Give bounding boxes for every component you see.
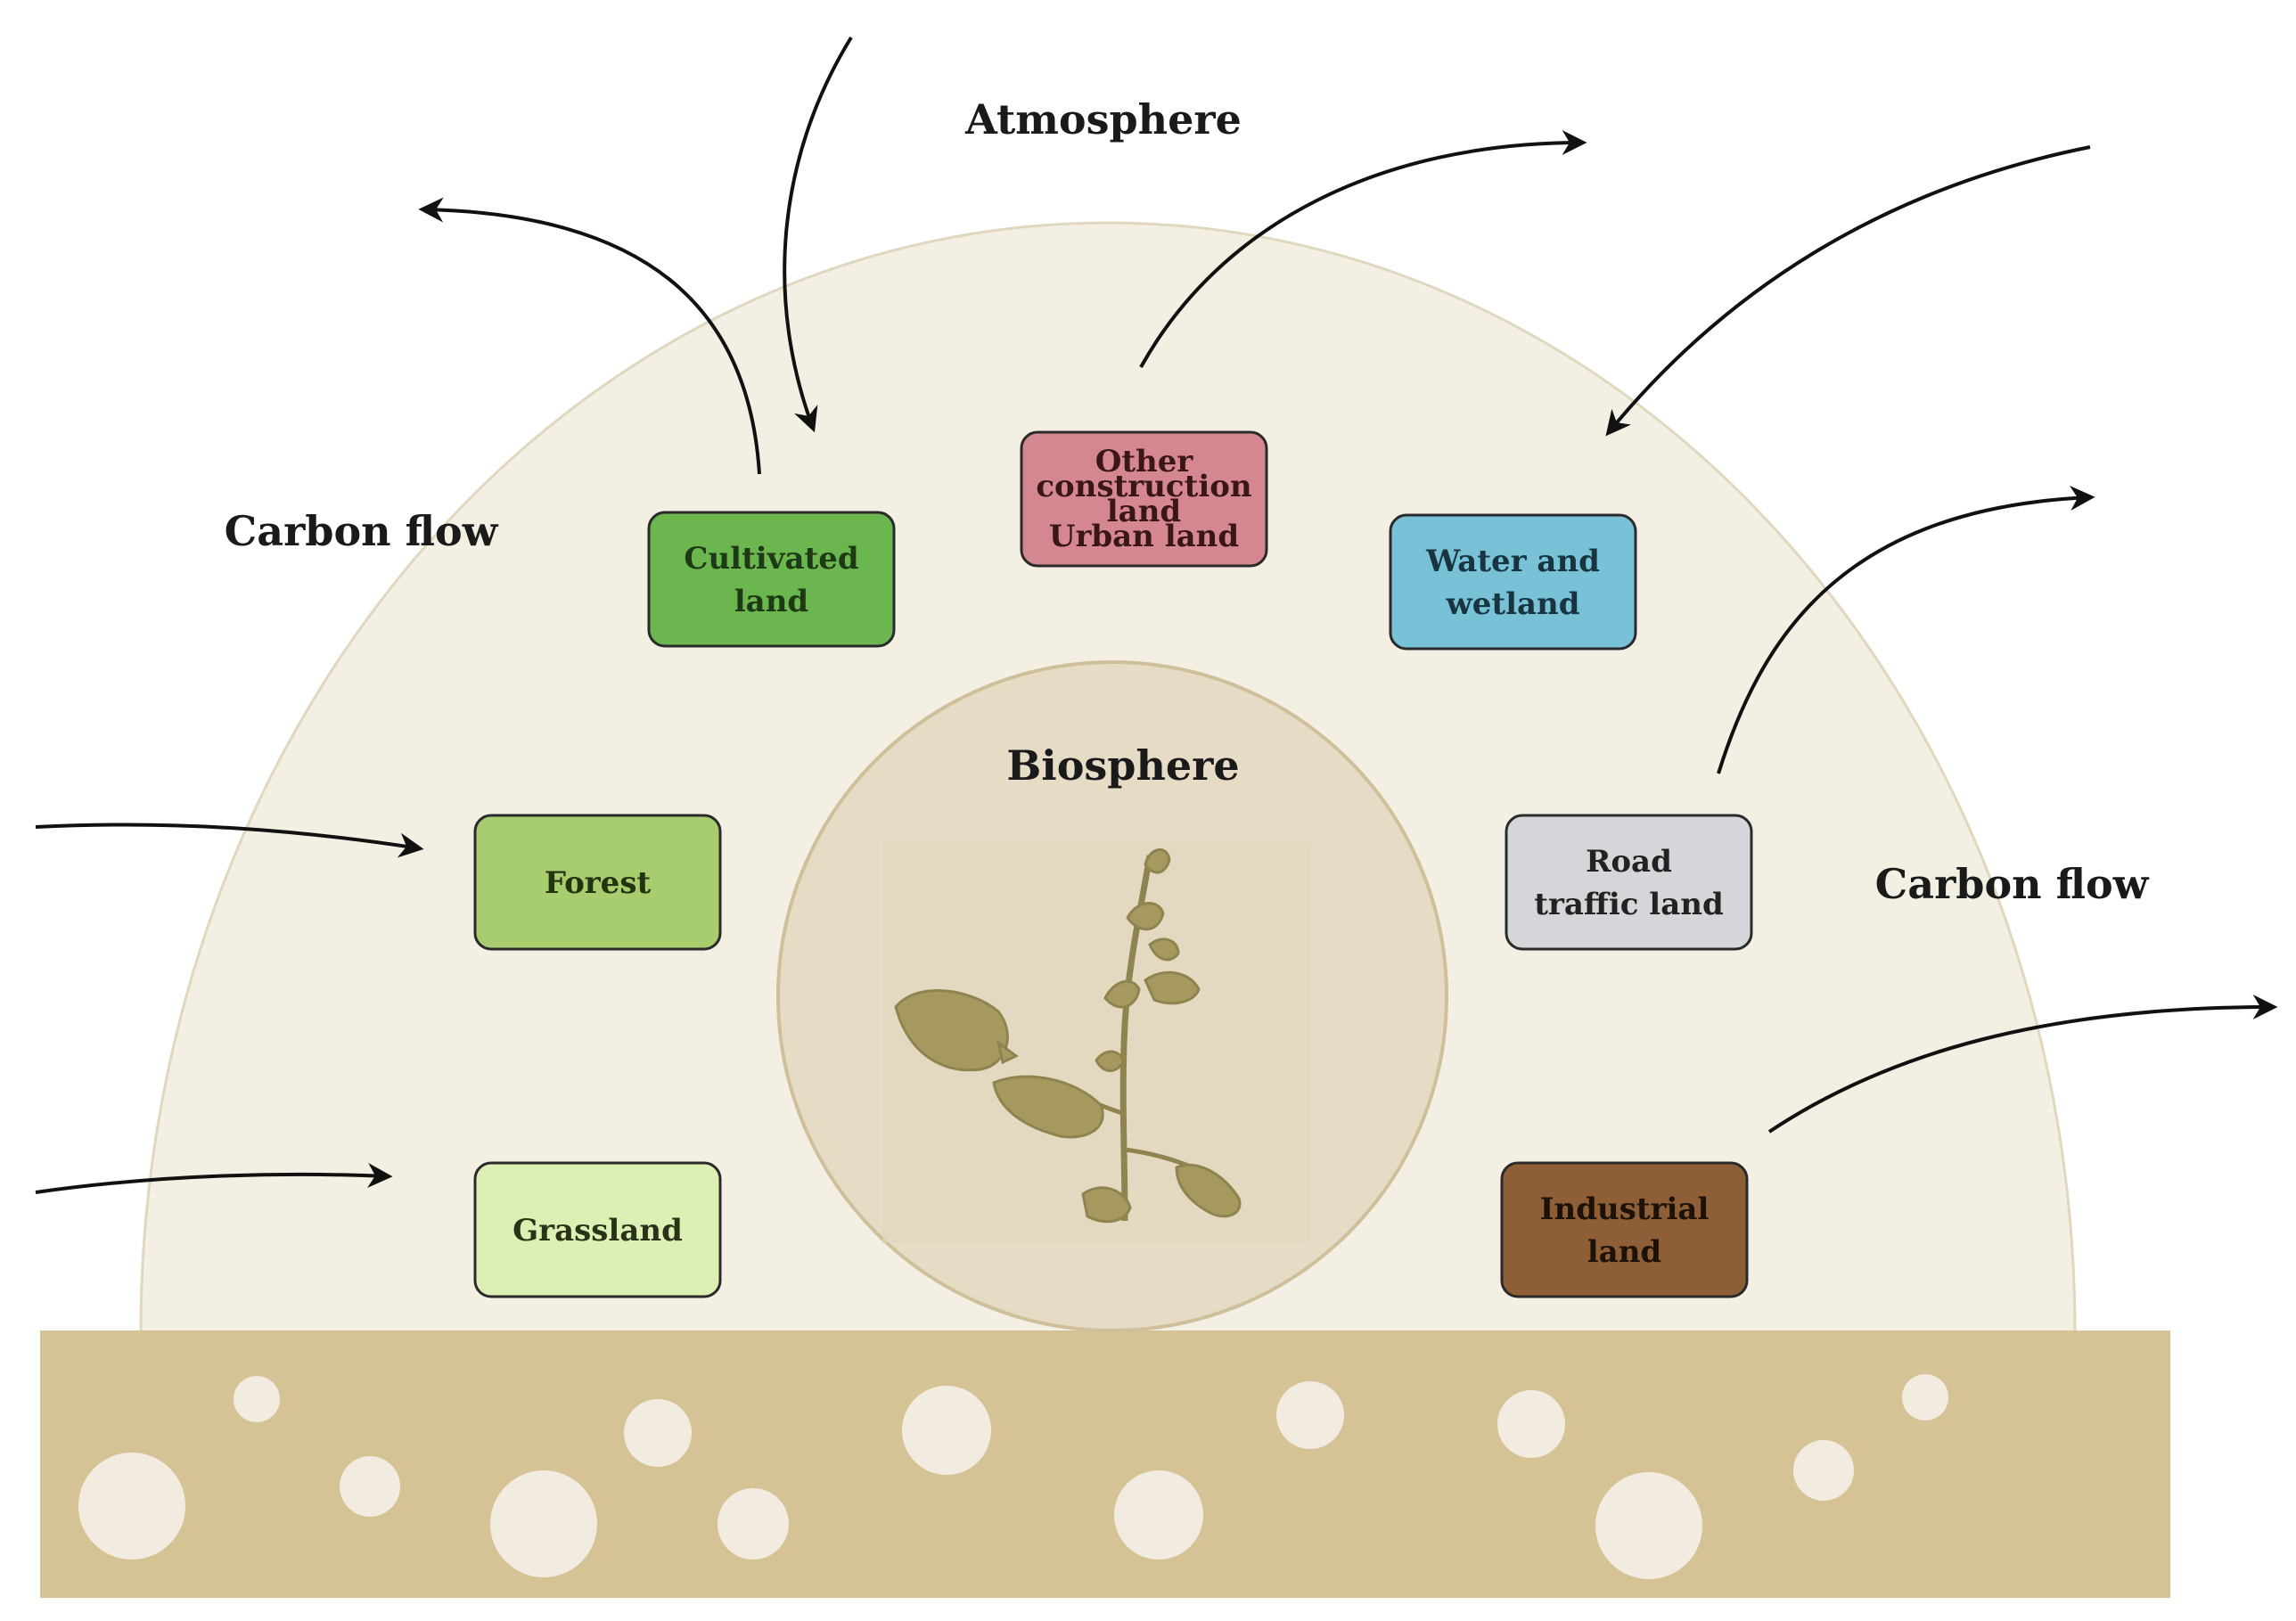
land-box-cultivated-label-line: land — [734, 584, 808, 619]
plant-leaf-low-right — [1175, 1163, 1242, 1218]
plant-leaf-top-2 — [1144, 848, 1171, 874]
carbon-flow-arrows — [35, 36, 2278, 1194]
land-box-other-construction-urban-label-line: land — [1107, 494, 1181, 529]
plant-leaf-low-left — [1081, 1186, 1132, 1224]
land-box-water-wetland-label-line: wetland — [1445, 586, 1579, 622]
land-box-water-wetland-label-line: Water and — [1425, 544, 1600, 579]
plant-leaf-leaf-tip — [996, 1039, 1019, 1065]
plant-leaf-top-1 — [1126, 902, 1165, 931]
soil-pores — [78, 1374, 1948, 1579]
arrow-grassland-in — [35, 1163, 393, 1194]
soil-pore — [78, 1453, 185, 1560]
atmosphere-label: Atmosphere — [964, 95, 1242, 143]
land-box-industrial: Industrial land — [1500, 1161, 1749, 1298]
arrow-urban-out — [1139, 130, 1587, 368]
land-box-forest: Forest — [473, 814, 722, 951]
land-box-forest-label-line: Forest — [545, 865, 652, 901]
carbon-flow-label-right: Carbon flow — [1875, 860, 2150, 908]
soil-pore — [1276, 1381, 1344, 1449]
plant-leaf-small-mid — [1095, 1050, 1125, 1072]
land-box-grassland-label-line: Grassland — [512, 1213, 683, 1248]
land-box-road-traffic-label-line: traffic land — [1534, 887, 1723, 922]
land-box-other-construction-urban-label-line: Other — [1095, 444, 1194, 479]
land-box-forest-background — [473, 814, 722, 951]
land-box-road-traffic-background — [1505, 814, 1753, 951]
arrow-cultivated-out — [418, 197, 761, 475]
plant-leaf-mid-left — [992, 1075, 1104, 1139]
plant-leaf-upper-left — [1103, 979, 1141, 1009]
soil-pore — [340, 1456, 400, 1517]
land-box-road-traffic-label-line: Road — [1586, 844, 1672, 880]
soil-pore — [234, 1376, 280, 1422]
arrow-atmosphere-in-cultivated — [783, 36, 853, 433]
soil-pore — [1497, 1390, 1565, 1458]
arrow-forest-in — [35, 823, 424, 858]
land-box-water-wetland-background — [1389, 513, 1637, 651]
plant-leaf-top-3 — [1148, 937, 1180, 962]
land-box-water-wetland: Water and wetland — [1389, 513, 1637, 651]
plant-leaf-upper-right — [1144, 970, 1201, 1005]
land-box-road-traffic: Road traffic land — [1505, 814, 1753, 951]
land-box-other-construction-urban-label-line: Urban land — [1049, 519, 1239, 554]
arrow-road-out — [1717, 486, 2095, 774]
land-type-boxes: CultivatedlandOtherconstructionlandUrban… — [473, 430, 1753, 1298]
soil-pore — [624, 1399, 692, 1467]
land-box-industrial-label-line: land — [1587, 1234, 1661, 1270]
soil-pore — [1114, 1470, 1203, 1560]
land-box-other-construction-urban-background — [1020, 430, 1268, 568]
arrow-industrial-out — [1767, 995, 2278, 1134]
soil-pore — [718, 1488, 789, 1560]
land-box-industrial-background — [1500, 1161, 1749, 1298]
plant-illustration — [894, 848, 1242, 1224]
land-box-cultivated: Cultivated land — [647, 511, 896, 648]
arrow-water-in — [1605, 145, 2091, 437]
biosphere-label: Biosphere — [1006, 741, 1239, 790]
land-box-cultivated-background — [647, 511, 896, 648]
land-box-other-construction-urban-label-line: construction — [1036, 469, 1251, 504]
carbon-flow-label-left: Carbon flow — [225, 507, 499, 555]
soil-pore — [902, 1386, 991, 1475]
soil-pore — [1793, 1440, 1854, 1501]
land-box-grassland: Grassland — [473, 1161, 722, 1298]
soil-pore — [1595, 1472, 1702, 1579]
land-box-industrial-label-line: Industrial — [1540, 1191, 1710, 1227]
soil-pore — [1902, 1374, 1948, 1420]
land-box-grassland-background — [473, 1161, 722, 1298]
land-box-cultivated-label-line: Cultivated — [684, 541, 858, 577]
soil-pore — [490, 1470, 597, 1577]
